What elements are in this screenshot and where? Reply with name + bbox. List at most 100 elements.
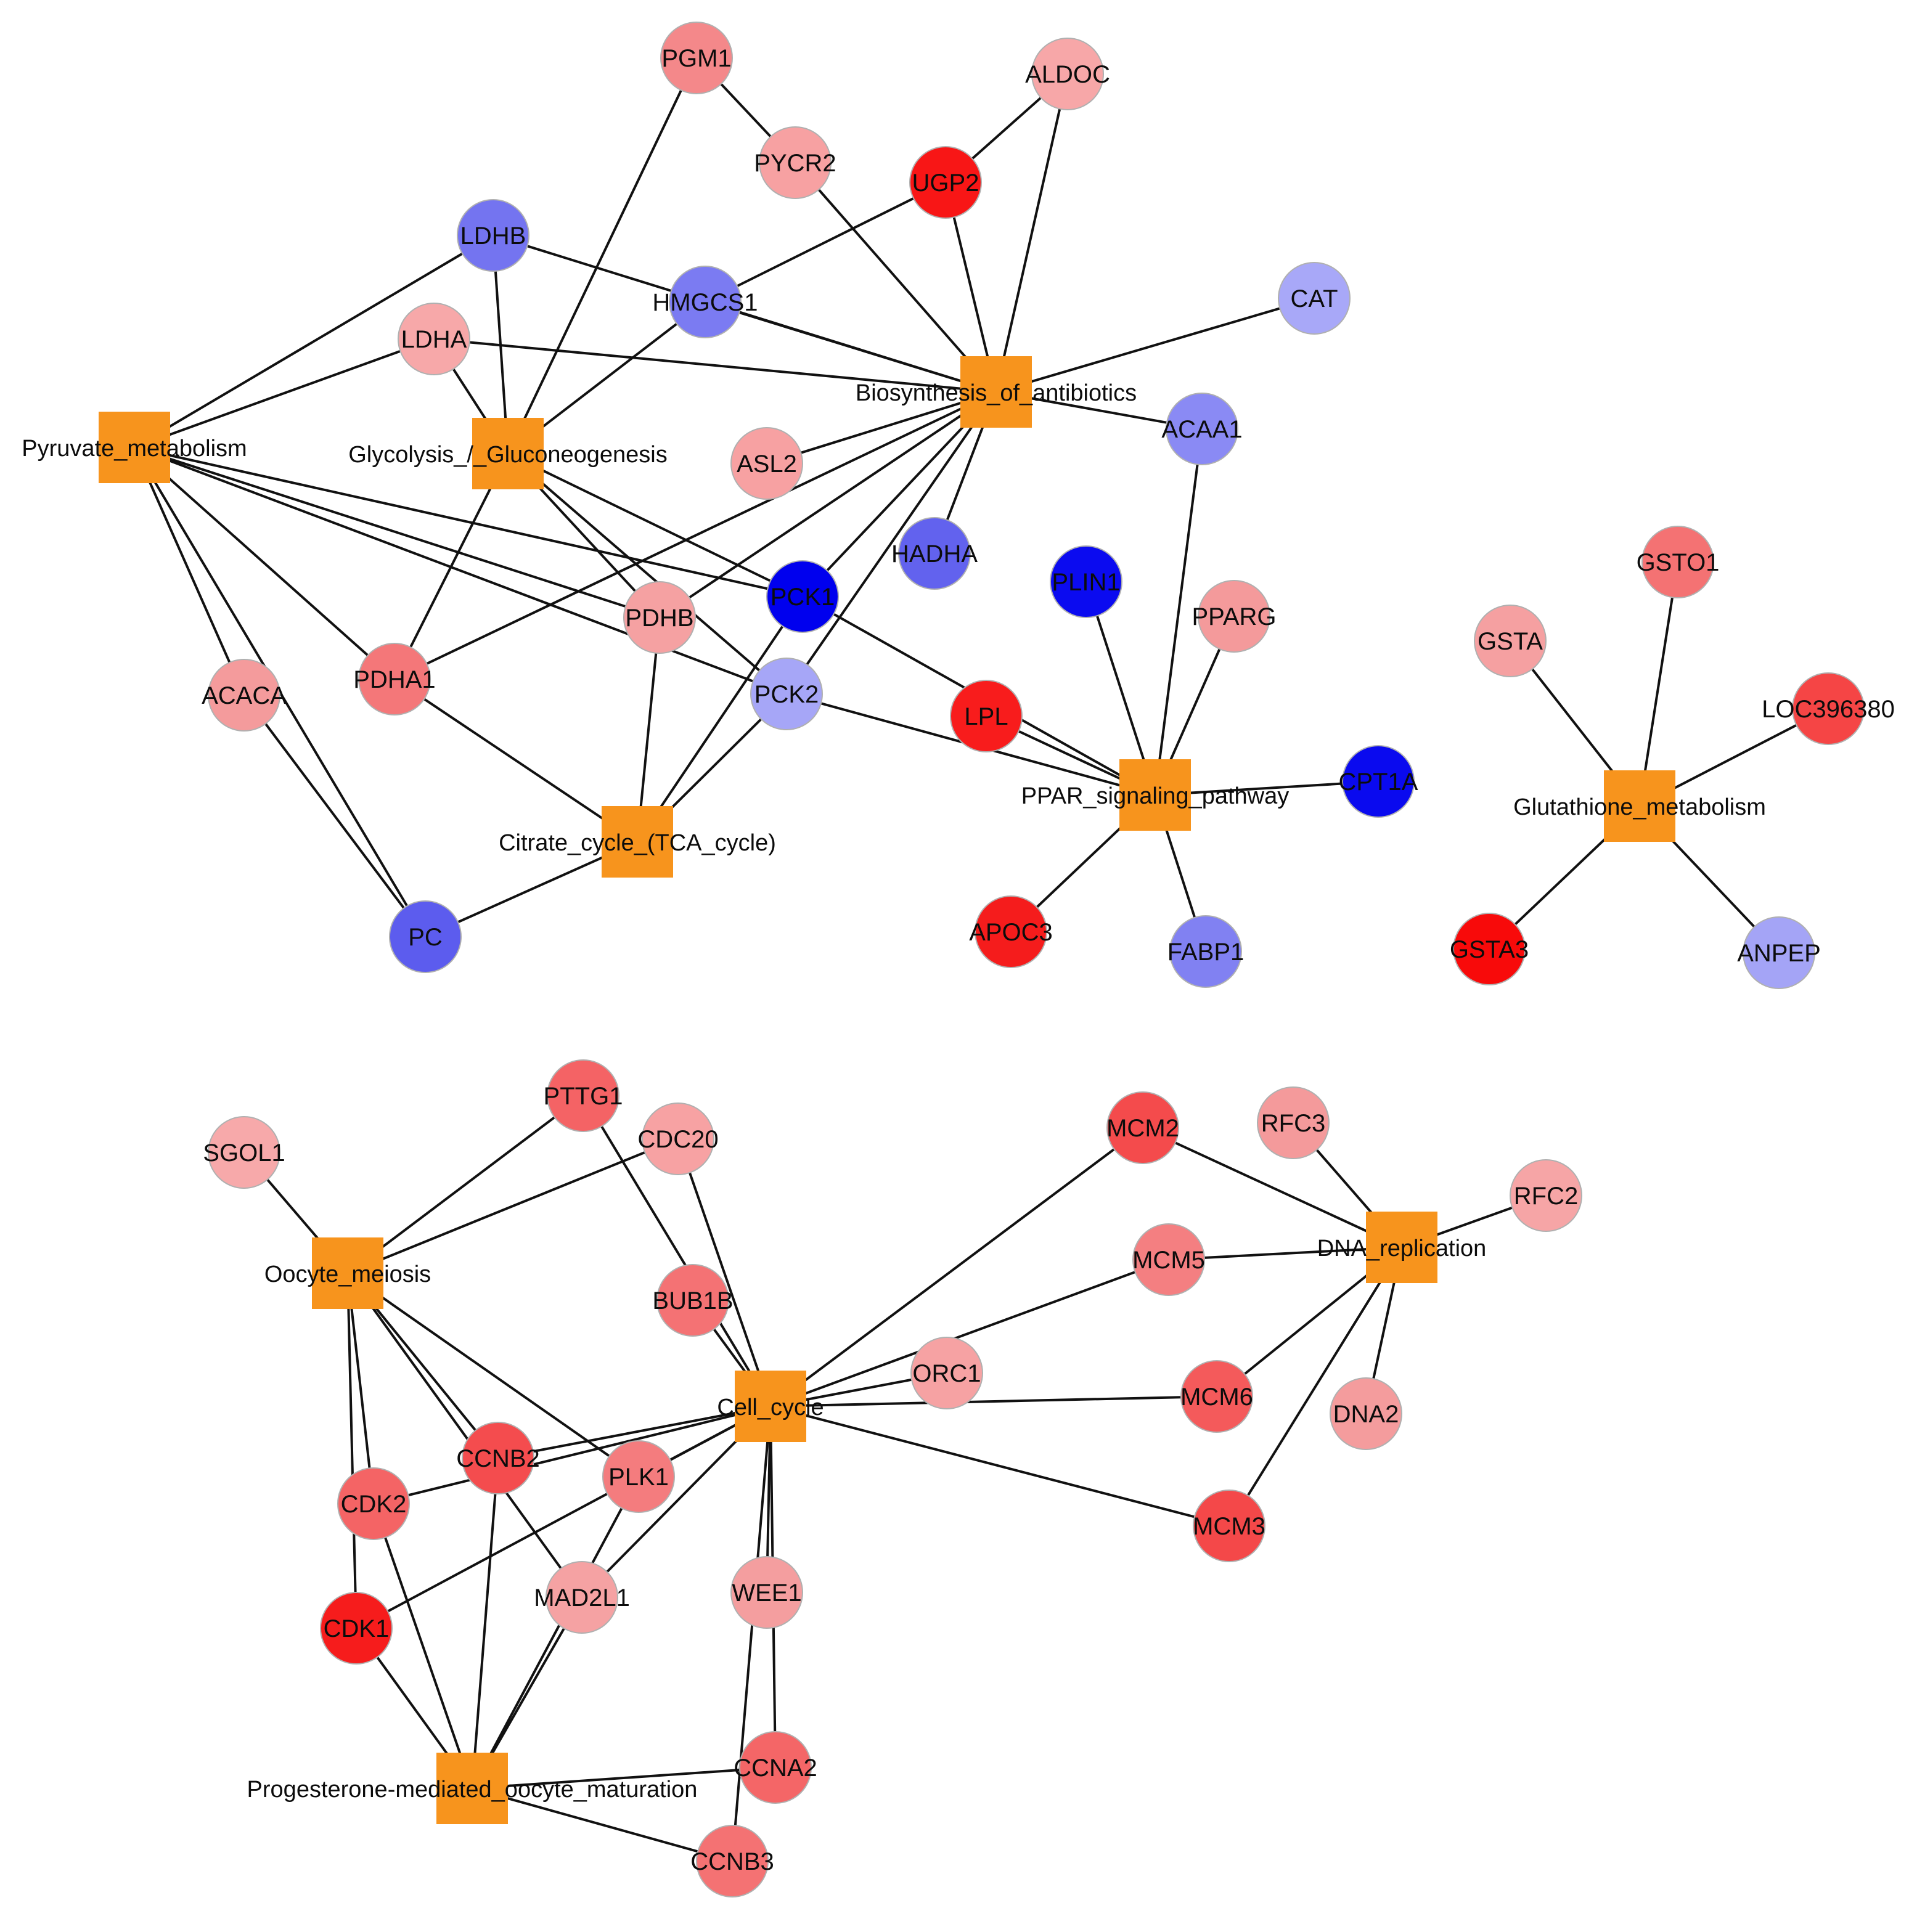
gene-label: CPT1A	[1339, 768, 1418, 796]
gene-node-cdc20[interactable]: CDC20	[637, 1103, 719, 1175]
gene-circle	[975, 895, 1047, 968]
gene-node-cdk2[interactable]: CDK2	[337, 1467, 410, 1540]
gene-node-mcm5[interactable]: MCM5	[1132, 1223, 1205, 1296]
edge-cellcycle-pttg1	[582, 1094, 772, 1408]
gene-node-ugp2[interactable]: UGP2	[909, 146, 982, 219]
gene-node-pdhb[interactable]: PDHB	[623, 581, 696, 654]
gene-node-pdha1[interactable]: PDHA1	[353, 643, 436, 715]
gene-node-sgol1[interactable]: SGOL1	[203, 1116, 285, 1189]
gene-node-loc396380[interactable]: LOC396380	[1762, 672, 1895, 745]
gene-node-cat[interactable]: CAT	[1278, 262, 1351, 335]
gene-node-mcm6[interactable]: MCM6	[1180, 1360, 1253, 1433]
gene-label: CDK2	[341, 1491, 407, 1518]
gene-node-cpt1a[interactable]: CPT1A	[1339, 745, 1418, 818]
edge-dnarep-mcm5	[1168, 1246, 1402, 1261]
gene-node-asl2[interactable]: ASL2	[730, 427, 803, 500]
gene-node-mad2l1[interactable]: MAD2L1	[534, 1561, 630, 1634]
gene-label: ACAA1	[1161, 416, 1242, 443]
gene-node-mcm3[interactable]: MCM3	[1193, 1490, 1265, 1562]
gene-node-acaa1[interactable]: ACAA1	[1161, 393, 1243, 465]
gene-node-aldoc[interactable]: ALDOC	[1025, 38, 1110, 110]
gene-node-pttg1[interactable]: PTTG1	[544, 1059, 623, 1132]
gene-node-plin1[interactable]: PLIN1	[1050, 545, 1122, 618]
edge-cellcycle-mcm2	[769, 1127, 1144, 1408]
gene-node-fabp1[interactable]: FABP1	[1167, 915, 1245, 988]
gene-label: UGP2	[912, 169, 979, 197]
gene-node-acaca[interactable]: ACACA	[202, 659, 287, 732]
edge-pyruvate-pck1	[134, 446, 803, 598]
gene-circle	[909, 146, 982, 219]
gene-node-gsto1[interactable]: GSTO1	[1637, 526, 1720, 598]
gene-node-pycr2[interactable]: PYCR2	[754, 126, 836, 199]
gene-label: GSTA	[1478, 628, 1543, 655]
pathway-node-citrate[interactable]: Citrate_cycle_(TCA_cycle)	[499, 806, 776, 878]
pathway-label: Biosynthesis_of_antibiotics	[856, 380, 1137, 406]
gene-label: BUB1B	[652, 1287, 733, 1314]
pathway-node-pyruvate[interactable]: Pyruvate_metabolism	[22, 412, 247, 483]
gene-node-pc[interactable]: PC	[389, 900, 462, 973]
pathway-label: Pyruvate_metabolism	[22, 436, 247, 462]
gene-node-gsta[interactable]: GSTA	[1474, 605, 1547, 677]
gene-label: CDK1	[324, 1615, 390, 1642]
edge-progesterone-ccna2	[472, 1766, 776, 1790]
gene-node-pck2[interactable]: PCK2	[750, 658, 823, 730]
gene-circle	[623, 581, 696, 654]
pathway-node-progesterone[interactable]: Progesterone-mediated_oocyte_maturation	[247, 1753, 698, 1824]
gene-circle	[642, 1103, 714, 1175]
edge-biosynthesis-ldha	[433, 338, 997, 393]
pathway-square	[602, 806, 673, 878]
gene-node-hmgcs1[interactable]: HMGCS1	[652, 266, 758, 338]
gene-circle	[208, 659, 280, 732]
gene-node-pgm1[interactable]: PGM1	[660, 22, 733, 94]
gene-node-dna2[interactable]: DNA2	[1330, 1377, 1402, 1450]
gene-circle	[1050, 545, 1122, 618]
edge-cellcycle-cdk2	[373, 1405, 771, 1505]
pathway-node-cellcycle[interactable]: Cell_cycle	[717, 1371, 824, 1442]
gene-node-plk1[interactable]: PLK1	[602, 1440, 675, 1513]
gene-circle	[739, 1731, 812, 1804]
gene-label: HADHA	[891, 540, 978, 568]
pathway-node-dnarep[interactable]: DNA_replication	[1317, 1212, 1487, 1283]
gene-label: MCM6	[1180, 1384, 1253, 1411]
gene-label: DNA2	[1333, 1401, 1399, 1428]
gene-label: GSTO1	[1637, 549, 1720, 576]
pathway-node-oocyte[interactable]: Oocyte_meiosis	[264, 1237, 431, 1309]
edge-glycolysis-pdha1	[393, 453, 509, 680]
gene-circle	[547, 1059, 619, 1132]
edge-glutathione-gsto1	[1638, 561, 1679, 807]
pathway-node-glutathione[interactable]: Glutathione_metabolism	[1513, 770, 1766, 842]
gene-node-ccnb3[interactable]: CCNB3	[690, 1825, 774, 1897]
gene-node-bub1b[interactable]: BUB1B	[652, 1264, 734, 1337]
edge-oocyte-cdk1	[346, 1273, 358, 1629]
gene-node-pparg[interactable]: PPARG	[1192, 580, 1277, 653]
pathway-node-biosynthesis[interactable]: Biosynthesis_of_antibiotics	[856, 356, 1137, 428]
gene-node-hadha[interactable]: HADHA	[891, 517, 978, 590]
gene-node-rfc3[interactable]: RFC3	[1257, 1086, 1330, 1159]
gene-label: LDHA	[401, 326, 467, 353]
gene-circle	[730, 427, 803, 500]
gene-node-ccnb2[interactable]: CCNB2	[456, 1422, 540, 1494]
edge-biosynthesis-aldoc	[995, 73, 1069, 393]
gene-node-rfc2[interactable]: RFC2	[1510, 1159, 1582, 1232]
gene-node-lpl[interactable]: LPL	[950, 680, 1023, 752]
gene-node-ldha[interactable]: LDHA	[398, 303, 470, 375]
edge-citrate-pdhb	[636, 617, 661, 842]
gene-node-gsta3[interactable]: GSTA3	[1450, 913, 1529, 985]
pathway-node-glycolysis[interactable]: Glycolysis_/_Gluconeogenesis	[348, 418, 668, 489]
gene-node-anpep[interactable]: ANPEP	[1737, 916, 1821, 989]
gene-node-apoc3[interactable]: APOC3	[969, 895, 1053, 968]
edge-cellcycle-ccnb2	[497, 1405, 771, 1459]
gene-node-mcm2[interactable]: MCM2	[1106, 1091, 1179, 1164]
gene-node-ldhb[interactable]: LDHB	[457, 199, 529, 272]
gene-node-pck1[interactable]: PCK1	[766, 560, 839, 633]
edge-oocyte-mad2l1	[346, 1272, 583, 1599]
gene-label: ANPEP	[1737, 940, 1821, 967]
pathway-label: Glutathione_metabolism	[1513, 794, 1766, 820]
gene-label: GSTA3	[1450, 936, 1529, 963]
pathway-node-ppar[interactable]: PPAR_signaling_pathway	[1021, 759, 1289, 831]
pathway-label: Citrate_cycle_(TCA_cycle)	[499, 830, 776, 856]
gene-node-ccna2[interactable]: CCNA2	[734, 1731, 817, 1804]
gene-node-orc1[interactable]: ORC1	[910, 1337, 983, 1409]
gene-node-wee1[interactable]: WEE1	[730, 1556, 803, 1629]
gene-node-cdk1[interactable]: CDK1	[320, 1592, 393, 1665]
